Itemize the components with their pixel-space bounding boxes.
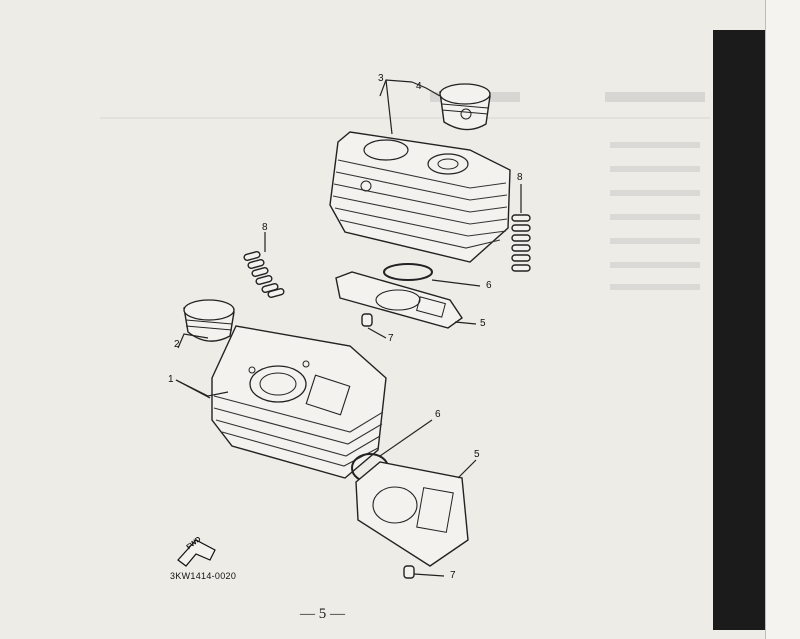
callout-2: 2 xyxy=(174,339,180,350)
lower-piston xyxy=(183,299,235,342)
callout-8-lower: 8 xyxy=(262,222,268,233)
binding-shadow xyxy=(713,30,777,630)
upper-o-ring xyxy=(383,263,433,281)
upper-dowel-pin xyxy=(361,313,373,327)
upper-stud-bolt-stack xyxy=(511,186,531,272)
adjacent-page-edge xyxy=(765,0,800,639)
callout-8-upper: 8 xyxy=(517,172,523,183)
callout-3: 3 xyxy=(378,73,384,84)
diagram-code: 3KW1414-0020 xyxy=(170,571,237,581)
callout-5-lower: 5 xyxy=(474,449,480,460)
callout-7-lower: 7 xyxy=(450,570,456,581)
callout-1: 1 xyxy=(168,374,174,385)
page-number: — 5 — xyxy=(300,606,345,622)
lower-dowel-pin xyxy=(403,565,415,579)
callout-6-upper: 6 xyxy=(486,280,492,291)
fwd-arrow-icon xyxy=(177,539,216,567)
upper-piston xyxy=(439,83,491,131)
callout-4: 4 xyxy=(416,81,422,92)
callout-7-upper: 7 xyxy=(388,333,394,344)
lower-stud-bolt-stack xyxy=(243,232,285,298)
callout-5-upper: 5 xyxy=(480,318,486,329)
callout-6-lower: 6 xyxy=(435,409,441,420)
lower-base-gasket xyxy=(355,461,469,567)
leader-lines xyxy=(175,79,522,577)
lower-cylinder xyxy=(211,325,387,479)
upper-cylinder xyxy=(329,131,511,263)
